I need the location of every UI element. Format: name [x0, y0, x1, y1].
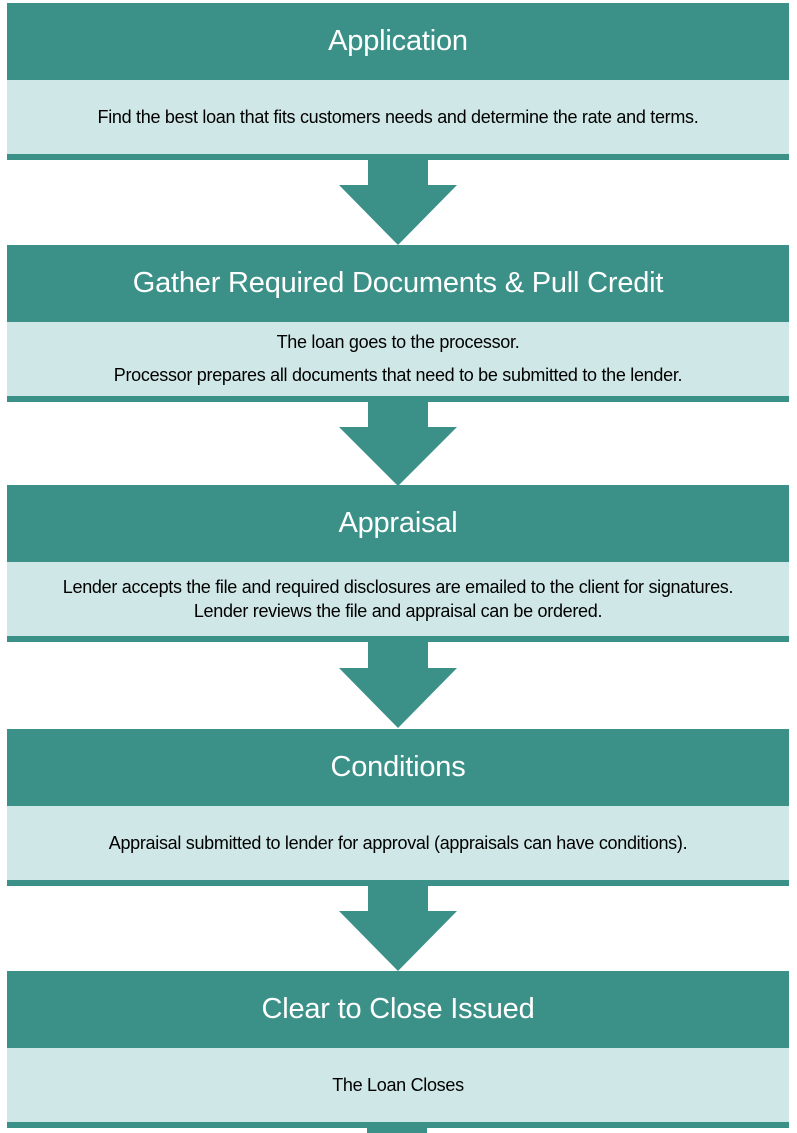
step-description: Appraisal submitted to lender for approv…	[7, 806, 789, 880]
step-bottom-bar	[7, 396, 789, 402]
arrow-shape	[339, 402, 457, 486]
step-bottom-bar	[7, 154, 789, 160]
step-title: Clear to Close Issued	[7, 971, 789, 1048]
step-description-line: Lender accepts the file and required dis…	[62, 577, 734, 621]
arrow-shape	[339, 160, 457, 245]
step-conditions: Conditions Appraisal submitted to lender…	[7, 729, 789, 886]
step-title: Application	[7, 3, 789, 80]
step-description: The Loan Closes	[7, 1048, 789, 1122]
step-bottom-bar	[7, 880, 789, 886]
down-arrow-icon	[0, 642, 797, 728]
step-title: Conditions	[7, 729, 789, 806]
step-gather-documents: Gather Required Documents & Pull Credit …	[7, 245, 789, 402]
step-description-line: Find the best loan that fits customers n…	[97, 107, 699, 127]
step-description: Lender accepts the file and required dis…	[7, 562, 789, 636]
step-description-line: The loan goes to the processor.	[276, 332, 520, 352]
step-title: Gather Required Documents & Pull Credit	[7, 245, 789, 322]
step-description: Find the best loan that fits customers n…	[7, 80, 789, 154]
step-application: Application Find the best loan that fits…	[7, 3, 789, 160]
down-arrow-icon	[0, 160, 797, 246]
arrow-shape	[339, 886, 457, 971]
step-bottom-bar	[7, 1122, 789, 1128]
step-bottom-bar	[7, 636, 789, 642]
step-description: The loan goes to the processor. Processo…	[7, 322, 789, 396]
step-clear-to-close: Clear to Close Issued The Loan Closes	[7, 971, 789, 1128]
step-description-line: Appraisal submitted to lender for approv…	[108, 833, 688, 853]
step-description-line: The Loan Closes	[332, 1075, 464, 1095]
arrow-shape	[339, 642, 457, 728]
down-arrow-icon	[0, 402, 797, 488]
step-title: Appraisal	[7, 485, 789, 562]
step-appraisal: Appraisal Lender accepts the file and re…	[7, 485, 789, 642]
step-description-line: Processor prepares all documents that ne…	[113, 365, 683, 385]
down-arrow-stub-icon	[367, 1127, 427, 1133]
down-arrow-icon	[0, 886, 797, 972]
